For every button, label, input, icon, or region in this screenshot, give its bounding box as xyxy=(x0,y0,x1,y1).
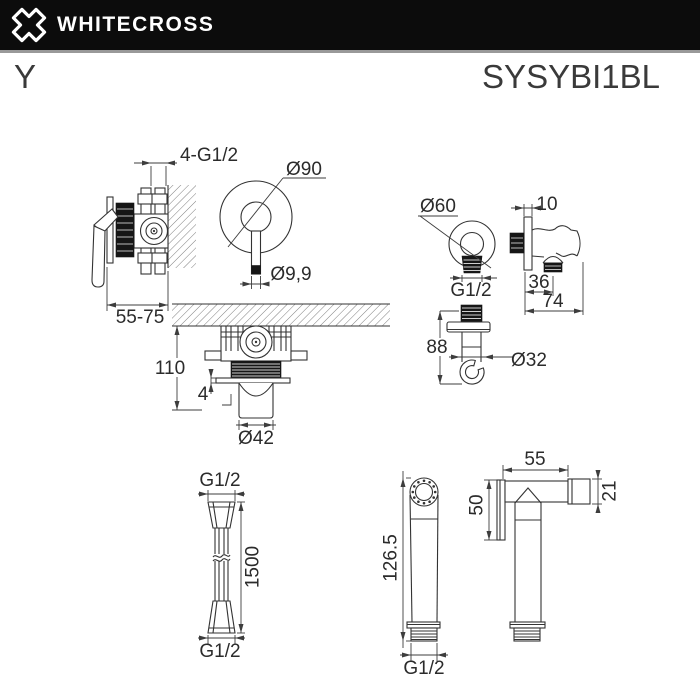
dim-label-mixer-height: 110 xyxy=(155,358,185,379)
dim-mixer-connections: 4-G1/2 xyxy=(134,145,238,186)
hose-break-symbol xyxy=(212,554,231,558)
dim-label-outlet-cup: 36 xyxy=(528,272,549,293)
dim-label-handle-9-9: Ø9,9 xyxy=(270,264,311,285)
dim-label-outlet-height: 88 xyxy=(426,337,447,358)
shower-holder-ring xyxy=(459,359,485,385)
dim-hose-length-1500: 1500 xyxy=(237,501,264,634)
whitecross-logo-icon xyxy=(11,7,47,43)
dim-label-head-length: 55 xyxy=(524,449,545,470)
hose-view: G1/2 1500 xyxy=(198,470,264,662)
dim-label-hose-thread-top: G1/2 xyxy=(199,470,240,491)
brand-header-bar: WHITECROSS xyxy=(0,0,700,53)
dim-label-mixer-connections: 4-G1/2 xyxy=(180,145,238,166)
dim-label-nozzle-height: 21 xyxy=(600,480,621,501)
dim-head-length-55: 55 xyxy=(502,449,569,479)
dim-label-escutcheon-90: Ø90 xyxy=(286,159,322,180)
dim-hose-thread-top: G1/2 xyxy=(198,470,245,501)
dim-label-shower-height: 126.5 xyxy=(381,534,402,582)
handshower-side-view: 55 50 21 xyxy=(467,449,621,642)
mixer-front-view: Ø90 Ø9,9 xyxy=(219,159,326,289)
dim-hose-thread-bottom: G1/2 xyxy=(198,635,245,662)
product-subheader: Y SYSYBI1BL xyxy=(14,58,660,96)
mixer-side-view: 4-G1/2 55-75 xyxy=(91,145,238,328)
dim-label-spout-42: Ø42 xyxy=(238,428,274,449)
dim-label-hose-thread-bottom: G1/2 xyxy=(199,641,240,662)
dim-label-holder-32: Ø32 xyxy=(511,350,547,371)
dim-outlet-plate-10: 10 xyxy=(511,194,558,216)
dim-label-outlet-plate: 10 xyxy=(536,194,557,215)
dim-label-hose-length: 1500 xyxy=(243,546,264,588)
dim-label-outlet-60: Ø60 xyxy=(420,196,456,217)
dim-outlet-depth-74: 74 xyxy=(524,262,584,315)
outlet-bottom-view: 88 Ø32 xyxy=(423,304,547,385)
dim-outlet-height-88: 88 xyxy=(423,310,462,385)
dim-label-outlet-depth: 74 xyxy=(542,291,564,312)
dim-outlet-cup-36: 36 xyxy=(524,272,554,296)
series-label: Y xyxy=(14,58,37,95)
dim-shower-height-126-5: 126.5 xyxy=(381,471,412,648)
outlet-front-view: Ø60 G1/2 xyxy=(418,196,497,301)
dim-nozzle-height-21: 21 xyxy=(592,470,621,513)
spray-nozzles xyxy=(411,479,437,505)
dim-label-face-height: 50 xyxy=(467,494,488,515)
dim-outlet-escutcheon-60: Ø60 xyxy=(418,196,492,269)
outlet-side-view: 10 36 74 xyxy=(509,194,584,315)
model-number: SYSYBI1BL xyxy=(482,58,660,95)
dim-label-plate-thickness: 4 xyxy=(198,384,209,405)
dim-label-outlet-thread: G1/2 xyxy=(450,280,491,301)
wall-hatch xyxy=(172,304,390,326)
dim-mixer-depth: 55-75 xyxy=(106,267,169,328)
dim-handle-9-9: Ø9,9 xyxy=(240,264,312,289)
dim-face-height-50: 50 xyxy=(467,479,497,541)
dim-mixer-height-110: 110 xyxy=(151,326,202,411)
brand-name: WHITECROSS xyxy=(57,13,215,36)
dim-escutcheon-90: Ø90 xyxy=(227,159,326,248)
dim-outlet-thread: G1/2 xyxy=(450,275,497,301)
dim-label-shower-thread: G1/2 xyxy=(403,658,444,679)
dim-spout-42: Ø42 xyxy=(236,420,276,449)
handshower-front-view: 126.5 G1/2 xyxy=(381,471,448,679)
dim-plate-thickness-4: 4 xyxy=(198,369,232,406)
wall-hatch xyxy=(168,185,196,268)
dim-label-mixer-depth: 55-75 xyxy=(116,307,165,328)
shower-hook-profile xyxy=(531,225,581,257)
mixer-bottom-view: 110 4 Ø42 xyxy=(151,303,390,449)
dim-holder-32: Ø32 xyxy=(449,350,547,371)
dim-shower-thread: G1/2 xyxy=(400,643,448,679)
